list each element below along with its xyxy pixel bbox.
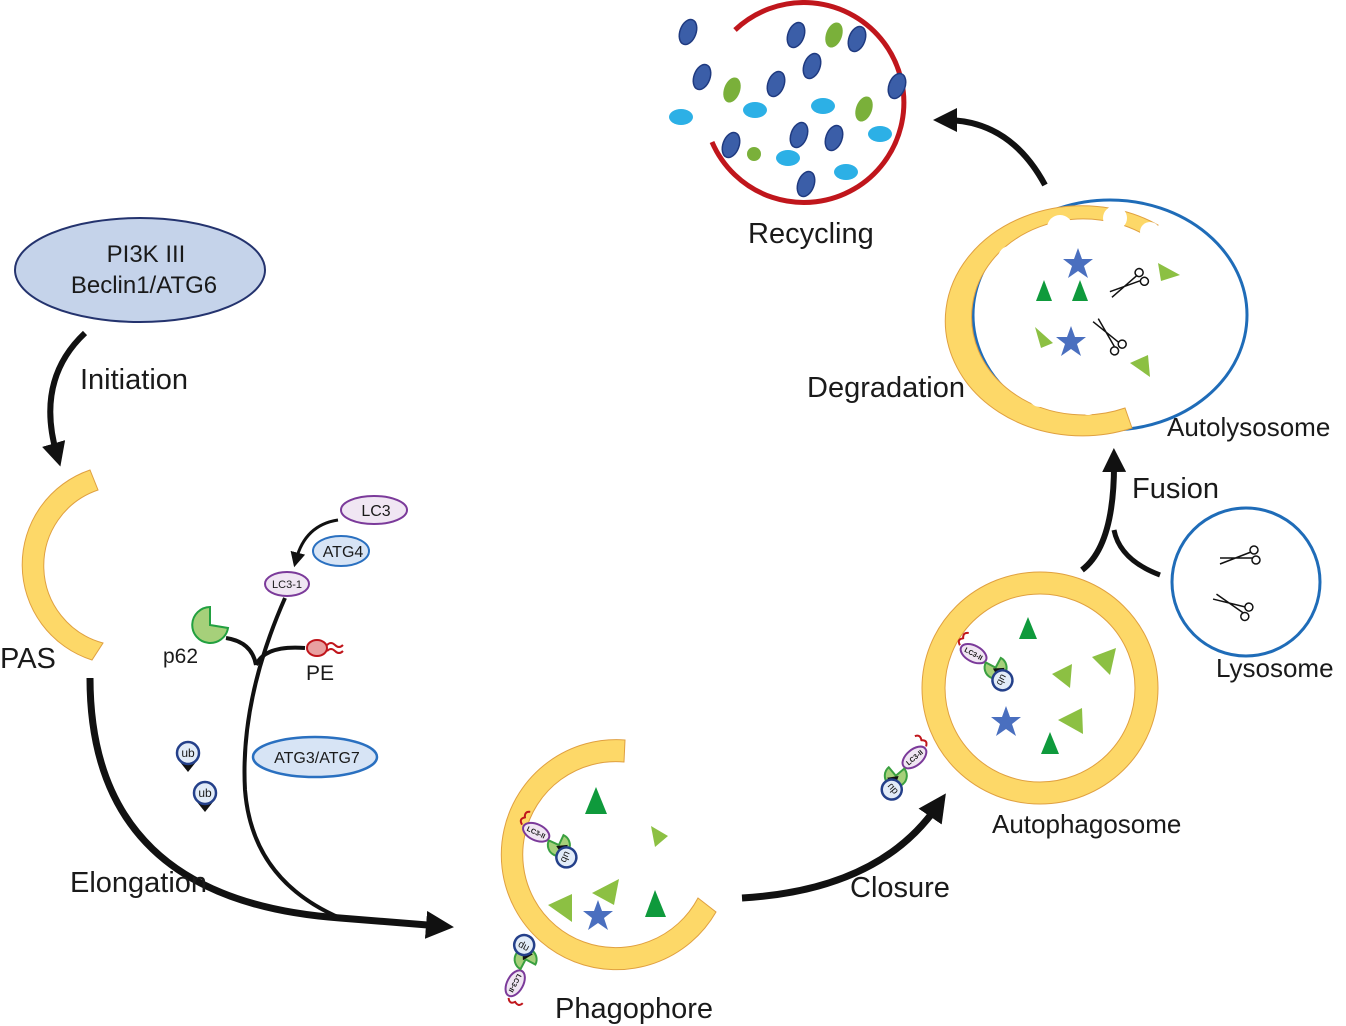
lysosome xyxy=(1170,506,1322,658)
lc3-ii-complex: LC3-II xyxy=(487,930,554,1009)
branch-lines xyxy=(225,636,306,666)
initiation-label: Initiation xyxy=(80,364,188,396)
degradation-label: Degradation xyxy=(807,372,965,404)
phagophore: LC3-II LC3-II xyxy=(487,739,717,1009)
phagophore-label: Phagophore xyxy=(555,993,713,1025)
lc3-1-ellipse xyxy=(264,571,310,597)
elongation-label: Elongation xyxy=(70,867,207,899)
recycling-label: Recycling xyxy=(748,218,874,250)
recycling-vesicle xyxy=(669,0,907,206)
closure-label: Closure xyxy=(850,872,950,904)
p62-icon xyxy=(191,605,230,644)
lc3-ii-complex: LC3-II xyxy=(946,629,1025,696)
p62-label: p62 xyxy=(163,645,198,668)
ub-tag-icon: ub xyxy=(192,780,218,812)
elongation-arrow xyxy=(86,677,454,939)
autolysosome-label: Autolysosome xyxy=(1167,412,1330,442)
lc3-ellipse xyxy=(340,495,408,525)
autophagosome: LC3-II LC3-II xyxy=(866,571,1159,805)
autophagosome-label: Autophagosome xyxy=(992,809,1181,839)
beclin-label: Beclin1/ATG6 xyxy=(71,272,217,299)
atg3-atg7-label: ATG3/ATG7 xyxy=(274,750,360,767)
svg-text:ub: ub xyxy=(198,786,212,800)
closure-arrow xyxy=(741,793,946,902)
lc3-ii-complex: LC3-II xyxy=(866,731,944,805)
ub-tag-icon: ub xyxy=(175,740,201,772)
pas-membrane xyxy=(21,469,104,661)
fusion-label: Fusion xyxy=(1132,473,1219,505)
initiation-arrow xyxy=(42,330,88,467)
atg4-ellipse xyxy=(312,535,370,567)
lc3-ii-complex: LC3-II xyxy=(509,808,588,872)
pe-lipid-icon xyxy=(306,639,344,657)
recycling-arrow xyxy=(933,108,1048,187)
pi3k-label: PI3K III xyxy=(107,241,186,268)
svg-text:ub: ub xyxy=(181,746,195,760)
pi3k-complex: PI3K III Beclin1/ATG6 xyxy=(14,217,266,323)
autolysosome xyxy=(944,198,1249,437)
atg3-atg7-ellipse xyxy=(251,735,379,779)
atg4-label: ATG4 xyxy=(323,544,364,561)
pe-label: PE xyxy=(306,662,334,685)
lysosome-label: Lysosome xyxy=(1216,653,1334,683)
lc3-label: LC3 xyxy=(361,503,390,520)
lc3-processing-arrow xyxy=(290,518,339,568)
pas-label: PAS xyxy=(0,643,56,675)
lc3-1-label: LC3-1 xyxy=(272,579,302,591)
fusion-branch xyxy=(1111,529,1161,578)
fusion-arrow xyxy=(1080,448,1127,573)
